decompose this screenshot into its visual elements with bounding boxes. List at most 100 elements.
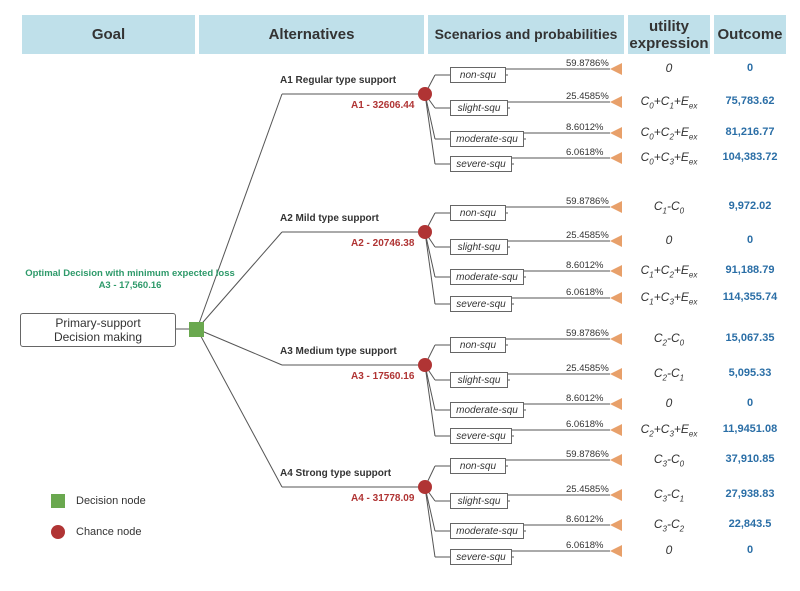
scenario-probability: 59.8786% xyxy=(566,196,609,207)
outcome-value: 9,972.02 xyxy=(728,200,772,212)
outcome-value: 104,383.72 xyxy=(722,151,778,163)
outcome-value: 0 xyxy=(746,397,754,409)
outcome-value: 15,067.35 xyxy=(725,332,775,344)
scenario-box: slight-squ xyxy=(450,493,508,509)
scenario-probability: 59.8786% xyxy=(566,58,609,69)
utility-expression: C2-C1 xyxy=(653,366,685,383)
scenario-probability: 8.6012% xyxy=(566,122,604,133)
decision-node-icon xyxy=(189,322,204,337)
decision-line1: Primary-support xyxy=(55,316,141,330)
scenario-probability: 25.4585% xyxy=(566,91,609,102)
chance-node-icon xyxy=(418,480,432,494)
scenario-box: slight-squ xyxy=(450,100,508,116)
header-utility-line2: expression xyxy=(629,34,709,52)
scenario-box: severe-squ xyxy=(450,296,512,312)
outcome-value: 75,783.62 xyxy=(725,95,775,107)
optimal-line2: A3 - 17,560.16 xyxy=(98,280,162,291)
terminal-node-icon xyxy=(610,545,622,557)
scenario-branch-line xyxy=(424,486,436,532)
outcome-value: 37,910.85 xyxy=(725,453,775,465)
scenario-box: non-squ xyxy=(450,205,506,221)
scenario-box: slight-squ xyxy=(450,372,508,388)
scenario-branch-line xyxy=(424,93,436,165)
scenario-box: non-squ xyxy=(450,337,506,353)
alt-title: A3 Medium type support xyxy=(280,346,397,357)
legend-chance-node-label: Chance node xyxy=(76,526,142,538)
terminal-node-icon xyxy=(610,333,622,345)
terminal-node-icon xyxy=(610,454,622,466)
utility-expression: 0 xyxy=(665,233,673,247)
outcome-value: 81,216.77 xyxy=(725,126,775,138)
alt-title: A1 Regular type support xyxy=(280,75,397,86)
scenario-box: moderate-squ xyxy=(450,269,524,285)
scenario-probability: 6.0618% xyxy=(566,287,604,298)
outcome-value: 114,355.74 xyxy=(722,291,778,303)
scenario-box: moderate-squ xyxy=(450,131,524,147)
utility-expression: C3-C1 xyxy=(653,487,685,504)
scenario-box: slight-squ xyxy=(450,239,508,255)
utility-expression: C1-C0 xyxy=(653,199,685,216)
chance-node-icon xyxy=(418,225,432,239)
scenario-box: severe-squ xyxy=(450,549,512,565)
terminal-node-icon xyxy=(610,489,622,501)
utility-expression: C3-C0 xyxy=(653,452,685,469)
scenario-box: severe-squ xyxy=(450,156,512,172)
terminal-node-icon xyxy=(610,152,622,164)
terminal-node-icon xyxy=(610,127,622,139)
terminal-node-icon xyxy=(610,398,622,410)
scenario-probability: 6.0618% xyxy=(566,147,604,158)
legend-chance-node-icon xyxy=(51,525,65,539)
header-utility-expression: utility expression xyxy=(628,15,710,54)
outcome-value: 91,188.79 xyxy=(725,264,775,276)
alt-expected-value: A1 - 32606.44 xyxy=(351,100,415,111)
utility-expression: C2-C0 xyxy=(653,331,685,348)
scenario-branch-line xyxy=(424,364,436,411)
outcome-value: 0 xyxy=(746,234,754,246)
outcome-value: 11,9451.08 xyxy=(722,423,778,435)
scenario-box: non-squ xyxy=(450,67,506,83)
optimal-decision-note: Optimal Decision with minimum expected l… xyxy=(20,268,240,292)
utility-expression: 0 xyxy=(665,543,673,557)
header-utility-line1: utility xyxy=(649,17,689,35)
chance-node-icon xyxy=(418,87,432,101)
header-scenarios: Scenarios and probabilities xyxy=(428,15,624,54)
terminal-node-icon xyxy=(610,96,622,108)
alt-branch-line xyxy=(196,231,283,330)
scenario-probability: 8.6012% xyxy=(566,393,604,404)
terminal-node-icon xyxy=(610,235,622,247)
alt-title: A4 Strong type support xyxy=(280,468,392,479)
scenario-probability: 25.4585% xyxy=(566,363,609,374)
scenario-probability: 25.4585% xyxy=(566,230,609,241)
terminal-node-icon xyxy=(610,424,622,436)
header-alternatives: Alternatives xyxy=(199,15,424,54)
header-goal: Goal xyxy=(22,15,195,54)
scenario-branch-line xyxy=(424,231,436,305)
utility-expression: 0 xyxy=(665,396,673,410)
scenario-branch-line xyxy=(424,93,436,140)
scenario-probability: 8.6012% xyxy=(566,260,604,271)
utility-expression: C2+C3+Eex xyxy=(640,422,698,439)
outcome-value: 5,095.33 xyxy=(728,367,772,379)
scenario-probability: 8.6012% xyxy=(566,514,604,525)
outcome-value: 27,938.83 xyxy=(725,488,775,500)
optimal-line1: Optimal Decision with minimum expected l… xyxy=(25,268,235,279)
decision-making-box: Primary-support Decision making xyxy=(20,313,176,347)
scenario-probability: 59.8786% xyxy=(566,328,609,339)
terminal-node-icon xyxy=(610,63,622,75)
utility-expression: C0+C3+Eex xyxy=(640,150,698,167)
utility-expression: C3-C2 xyxy=(653,517,685,534)
terminal-node-icon xyxy=(610,519,622,531)
legend-decision-node-icon xyxy=(51,494,65,508)
scenario-branch-line xyxy=(424,231,436,278)
outcome-value: 22,843.5 xyxy=(728,518,772,530)
chance-node-icon xyxy=(418,358,432,372)
scenario-probability: 6.0618% xyxy=(566,419,604,430)
scenario-probability: 6.0618% xyxy=(566,540,604,551)
alt-branch-line xyxy=(196,328,283,488)
utility-expression: C1+C3+Eex xyxy=(640,290,698,307)
alt-branch-line xyxy=(196,328,283,366)
scenario-box: moderate-squ xyxy=(450,523,524,539)
alt-expected-value: A4 - 31778.09 xyxy=(351,493,415,504)
outcome-value: 0 xyxy=(746,544,754,556)
